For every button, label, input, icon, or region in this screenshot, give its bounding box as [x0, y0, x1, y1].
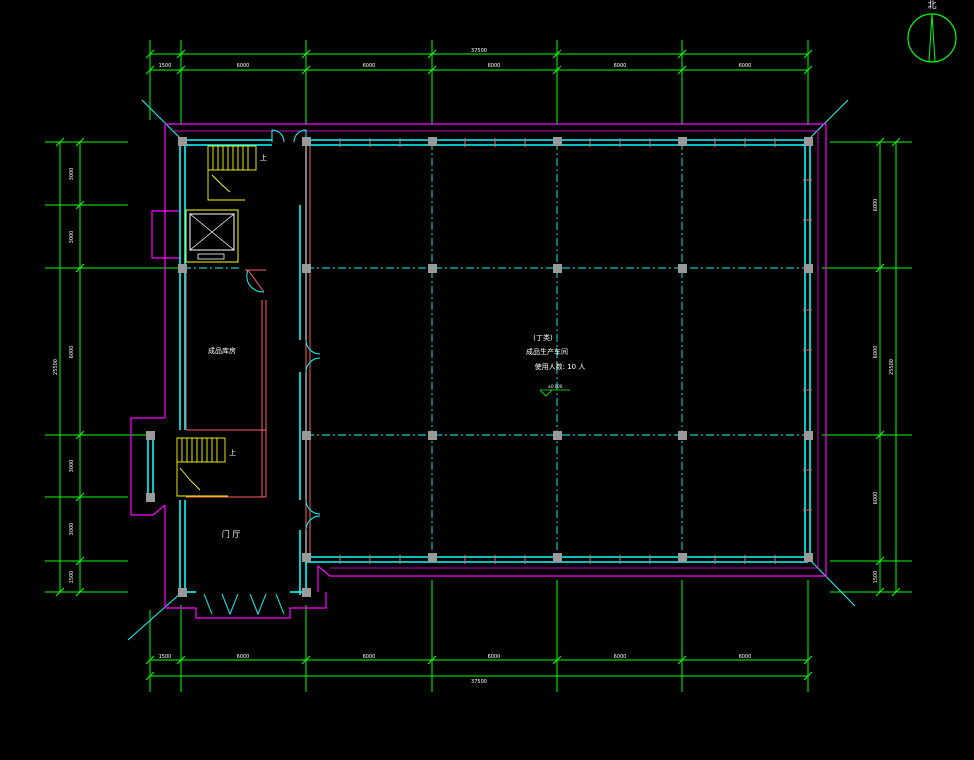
dim-right-3: 6000	[873, 492, 879, 505]
column	[302, 264, 311, 273]
column	[678, 137, 687, 146]
columns	[146, 137, 813, 597]
column	[302, 588, 311, 597]
window-marks	[339, 138, 812, 564]
dim-left-2: 3000	[69, 231, 75, 244]
dim-bottom-5: 6000	[614, 654, 627, 660]
column	[553, 431, 562, 440]
exterior-walls	[147, 139, 811, 595]
dim-right-total: 25500	[889, 359, 895, 375]
upper-stair-label: 上	[260, 153, 267, 162]
elevator-shaft	[185, 209, 239, 263]
dim-left-5: 3000	[69, 523, 75, 536]
lower-stair	[176, 437, 228, 497]
dim-left-6: 1500	[69, 571, 75, 584]
lower-stair-label: 上	[229, 448, 236, 457]
dim-left-4: 3000	[69, 460, 75, 473]
dim-bottom-6: 6000	[739, 654, 752, 660]
diagonal-axis-lines	[127, 99, 856, 641]
column	[428, 431, 437, 440]
column	[302, 431, 311, 440]
column	[428, 137, 437, 146]
workshop-occupancy-label: 使用人数: 10 人	[535, 362, 586, 371]
dim-bottom-4: 6000	[488, 654, 501, 660]
dim-bottom-3: 6000	[363, 654, 376, 660]
dimension-lines	[45, 40, 912, 692]
north-arrow: 北	[907, 0, 957, 63]
storage-room-label: 成品库房	[208, 346, 236, 355]
structural-grid	[183, 142, 808, 560]
stair-labels: 上 上	[229, 153, 267, 457]
dim-top-total: 37500	[471, 48, 487, 54]
column	[178, 137, 187, 146]
dim-right-2: 6000	[873, 346, 879, 359]
elevation-symbol	[539, 389, 570, 397]
dim-top-4: 6000	[488, 63, 501, 69]
dim-right-4: 1500	[873, 571, 879, 584]
column	[553, 553, 562, 562]
column	[302, 137, 311, 146]
column	[678, 431, 687, 440]
north-label: 北	[927, 0, 936, 11]
column	[553, 264, 562, 273]
hall-label: 门 厅	[222, 529, 241, 539]
column	[804, 553, 813, 562]
column	[804, 264, 813, 273]
dim-bottom-2: 6000	[237, 654, 250, 660]
north-arrow-needle-icon	[928, 13, 936, 63]
column	[678, 264, 687, 273]
column	[804, 137, 813, 146]
workshop-name-label: 成品生产车间	[526, 347, 568, 356]
dim-left-total: 25500	[53, 359, 59, 375]
dim-top-1: 1500	[159, 63, 172, 69]
building-outline	[130, 123, 827, 619]
dimension-labels: 37500 1500 6000 6000 6000 6000 6000 1500…	[53, 48, 895, 685]
dim-top-6: 6000	[739, 63, 752, 69]
column	[553, 137, 562, 146]
dim-right-1: 6000	[873, 199, 879, 212]
dimension-ticks	[55, 49, 901, 681]
upper-stair	[207, 145, 257, 201]
column	[178, 588, 187, 597]
dim-bottom-total: 37500	[471, 679, 487, 685]
column	[178, 264, 187, 273]
dim-top-2: 6000	[237, 63, 250, 69]
interior-partitions	[185, 145, 311, 557]
room-labels: (丁类) 成品生产车间 使用人数: 10 人 ±0.000 成品库房 门 厅	[208, 333, 585, 539]
elevation-label: ±0.000	[548, 384, 563, 389]
dim-left-3: 6000	[69, 346, 75, 359]
column	[146, 431, 155, 440]
column	[428, 553, 437, 562]
column	[146, 493, 155, 502]
doors	[203, 129, 321, 616]
dim-top-3: 6000	[363, 63, 376, 69]
dim-bottom-1: 1500	[159, 654, 172, 660]
column	[678, 553, 687, 562]
dim-left-1: 3000	[69, 168, 75, 181]
dim-top-5: 6000	[614, 63, 627, 69]
column	[302, 553, 311, 562]
column	[428, 264, 437, 273]
workshop-class-label: (丁类)	[533, 333, 553, 342]
column	[804, 431, 813, 440]
